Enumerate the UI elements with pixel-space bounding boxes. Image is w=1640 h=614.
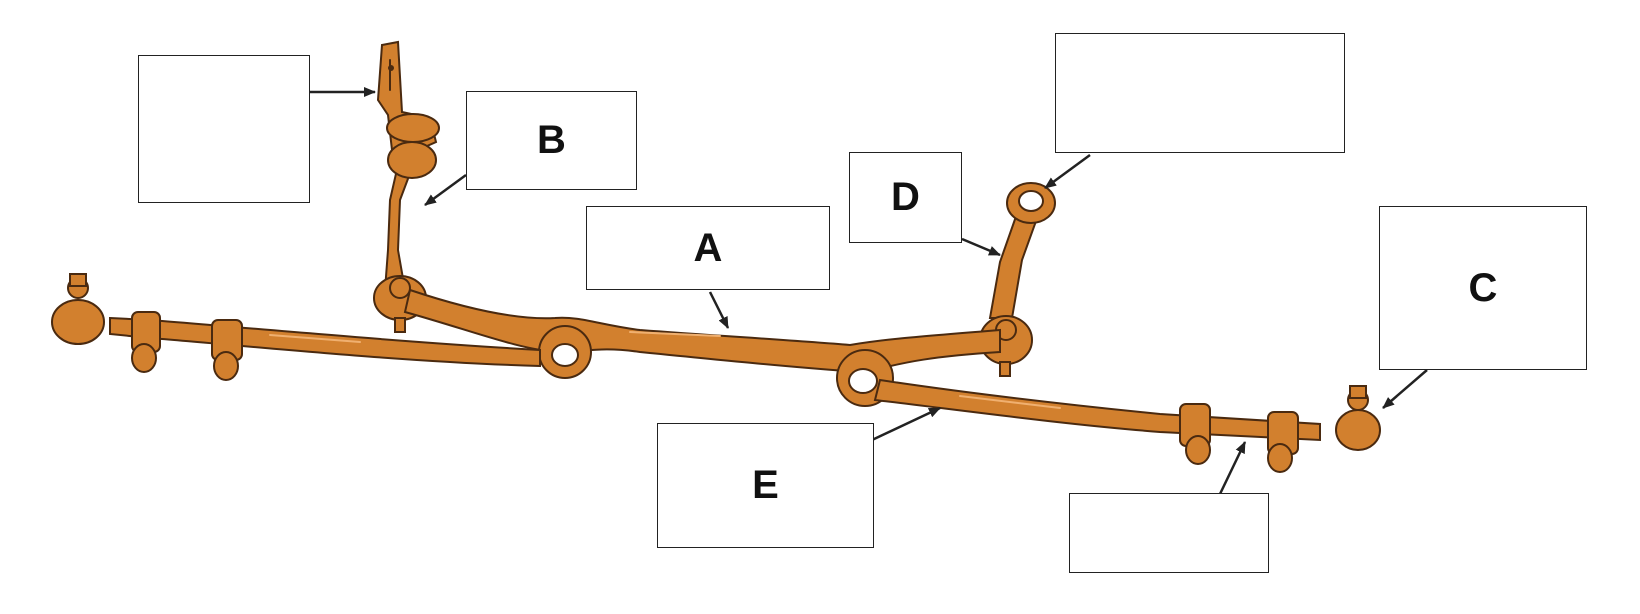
arrow-b [424,173,467,207]
arrow-to-adjuster [1218,441,1247,495]
label-box-b[interactable]: B [466,91,637,190]
label-box-a[interactable]: A [586,206,830,290]
arrow-to-pitman-eye [1044,153,1091,190]
label-e: E [752,463,779,507]
label-box-adjuster[interactable] [1069,493,1269,573]
center-link [403,288,1001,407]
idler-arm [373,40,440,333]
label-box-pitman-eye[interactable] [1055,33,1345,153]
arrow-d [961,237,1001,257]
left-tie-rod [51,273,541,381]
arrow-e [871,406,941,442]
label-box-idler-bracket[interactable] [138,55,310,203]
leader-arrows [310,87,1428,495]
label-d: D [891,175,920,219]
label-a: A [693,225,723,270]
label-box-c[interactable]: C [1379,206,1587,370]
right-tie-rod [873,378,1381,473]
arrow-c [1382,369,1428,409]
label-b: B [537,118,566,162]
arrow-a [708,291,730,329]
label-c: C [1468,265,1498,310]
label-box-d[interactable]: D [849,152,962,243]
label-box-e[interactable]: E [657,423,874,548]
